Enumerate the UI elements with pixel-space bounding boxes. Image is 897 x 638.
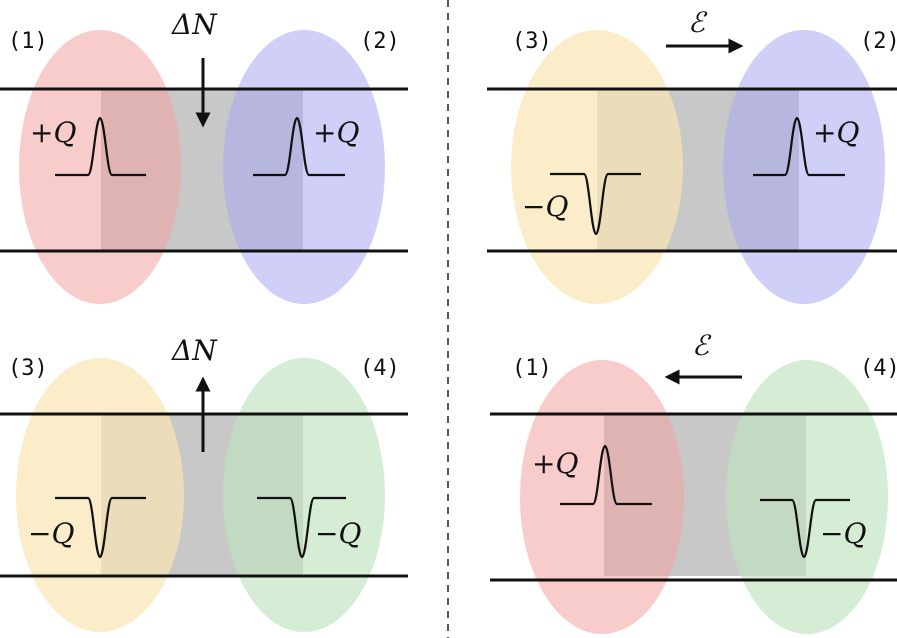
peak-left: [55, 116, 146, 177]
peak-right: [753, 116, 845, 177]
label-left: (3): [512, 29, 552, 54]
blob-right: [723, 30, 885, 304]
blob-right: [726, 360, 888, 634]
charge-left: −Q: [522, 190, 568, 223]
dip-right: [760, 498, 850, 559]
arrow-label: ΔN: [171, 8, 218, 41]
panel-top-right: (3) (2) −Q +Q ℰ: [487, 6, 897, 304]
blob-left: [16, 358, 184, 632]
peak-left: [560, 444, 652, 506]
arrow-label: ℰ: [692, 329, 712, 362]
charge-left: −Q: [28, 517, 74, 550]
label-right: (4): [360, 356, 400, 381]
label-left: (1): [512, 356, 552, 381]
charge-right: +Q: [313, 116, 359, 149]
charge-left: +Q: [30, 116, 76, 149]
blob-left: [19, 30, 181, 304]
label-left: (3): [8, 356, 48, 381]
panel-bottom-left: (3) (4) −Q −Q ΔN: [0, 334, 408, 632]
label-right: (4): [860, 356, 897, 381]
charge-left: +Q: [532, 447, 578, 480]
blob-right: [223, 358, 385, 632]
peak-right: [253, 116, 345, 177]
blob-left: [511, 30, 683, 304]
label-left: (1): [8, 29, 48, 54]
label-right: (2): [360, 29, 400, 54]
charge-right: −Q: [820, 517, 866, 550]
dip-left: [55, 496, 146, 559]
dip-right: [257, 496, 346, 559]
arrow-label: ℰ: [688, 6, 708, 39]
panel-bottom-right: (1) (4) +Q −Q ℰ: [490, 329, 897, 634]
blob-right: [223, 30, 385, 304]
blob-left: [520, 360, 684, 634]
charge-right: −Q: [315, 517, 361, 550]
panel-top-left: (1) (2) +Q +Q ΔN: [0, 8, 408, 304]
arrow-label: ΔN: [171, 334, 218, 367]
dip-left: [550, 172, 641, 236]
label-right: (2): [860, 29, 897, 54]
charge-right: +Q: [813, 116, 859, 149]
